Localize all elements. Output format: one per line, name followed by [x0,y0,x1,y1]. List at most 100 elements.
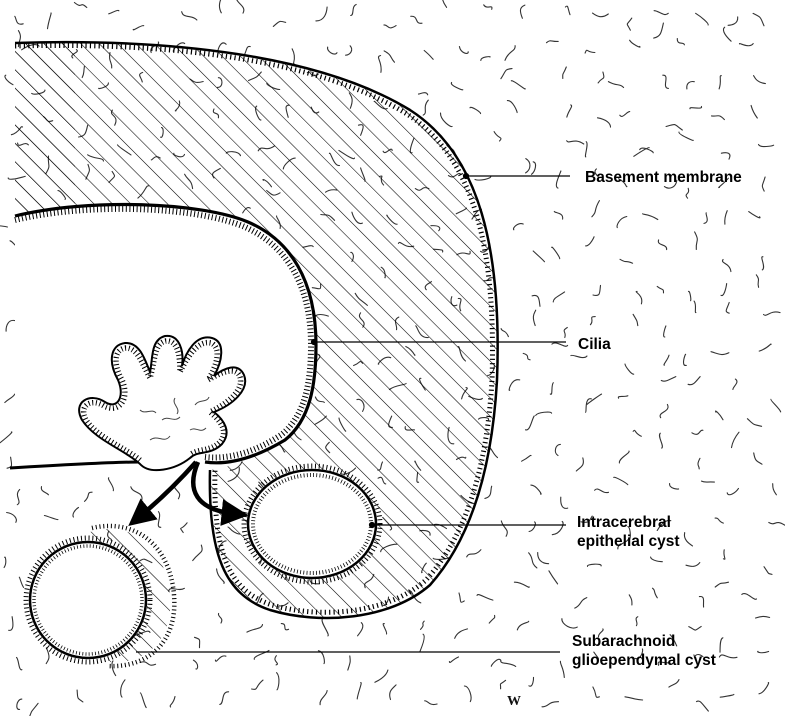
tissue-squiggle [683,354,686,365]
tissue-squiggle [715,582,728,587]
tissue-squiggle [560,661,564,677]
tissue-squiggle [608,82,623,88]
tissue-squiggle [657,286,663,293]
tissue-squiggle [720,694,734,697]
leader-dot-intracerebral [370,523,375,528]
tissue-squiggle [585,142,587,157]
tissue-squiggle [449,657,458,662]
tissue-squiggle [442,0,446,7]
tissue-squiggle [764,567,772,575]
tissue-squiggle [484,5,492,10]
tissue-squiggle [507,101,517,113]
tissue-squiggle [636,617,638,626]
tissue-squiggle [346,46,352,55]
tissue-squiggle [640,148,654,153]
tissue-squiggle [555,444,560,455]
tissue-squiggle [720,638,723,652]
tissue-squiggle [733,379,737,389]
tissue-squiggle [684,533,692,546]
tissue-squiggle [669,680,679,688]
tissue-squiggle [688,377,700,385]
tissue-squiggle [494,132,501,141]
tissue-squiggle [526,159,530,173]
tissue-squiggle [695,232,698,250]
tissue-squiggle [619,451,629,463]
tissue-squiggle [689,626,701,630]
tissue-squiggle [218,43,226,50]
tissue-squiggle [74,3,86,8]
tissue-squiggle [520,5,524,18]
tissue-squiggle [322,619,328,636]
tissue-squiggle [252,680,263,689]
tissue-squiggle [181,523,187,533]
tissue-squiggle [0,432,12,443]
tissue-squiggle [567,141,584,144]
tissue-squiggle [567,105,572,117]
tissue-squiggle [77,690,83,702]
tissue-squiggle [627,18,632,30]
tissue-squiggle [704,213,707,224]
tissue-squiggle [467,550,481,557]
tissue-squiggle [586,399,592,413]
tissue-squiggle [595,489,609,493]
tissue-squiggle [383,624,387,634]
tissue-squiggle [658,240,666,250]
tissue-squiggle [689,291,691,300]
tissue-squiggle [593,285,601,295]
tissue-squiggle [420,634,424,651]
tissue-squiggle [699,596,703,607]
tissue-squiggle [277,673,279,690]
tissue-squiggle [328,47,337,54]
tissue-squiggle [459,47,468,54]
tissue-squiggle [423,100,428,115]
tissue-squiggle [625,364,634,374]
tissue-squiggle [725,211,727,225]
arrow-to-subarachnoid-cyst [138,462,196,518]
tissue-squiggle [131,487,142,500]
tissue-squiggle [726,303,729,314]
tissue-squiggle [702,481,715,482]
tissue-squiggle [281,624,288,630]
tissue-squiggle [459,593,464,602]
tissue-squiggle [727,488,738,494]
label-subarachnoid-line1: Subarachnoid [572,632,716,651]
tissue-squiggle [464,686,471,702]
tissue-squiggle [663,75,669,88]
tissue-squiggle [715,518,723,523]
tissue-squiggle [526,416,535,430]
tissue-squiggle [517,621,528,630]
tissue-squiggle [660,405,668,418]
tissue-squiggle [719,655,737,658]
tissue-squiggle [749,212,760,218]
tissue-squiggle [554,212,562,220]
tissue-squiggle [762,177,765,191]
tissue-squiggle [46,648,49,664]
subarachnoid-glioependymal-cyst [26,526,174,666]
tissue-squiggle [542,702,559,707]
label-intracerebral-epithelial-cyst: Intracerebral epithelial cyst [577,513,680,551]
tissue-squiggle [739,44,753,46]
tissue-squiggle [195,637,200,647]
tissue-squiggle [531,485,541,494]
label-cilia: Cilia [578,335,611,354]
leader-dot-basement-membrane [464,174,469,179]
tissue-squiggle [17,699,22,709]
tissue-squiggle [711,352,729,355]
tissue-squiggle [653,588,658,598]
tissue-squiggle [764,312,781,315]
tissue-squiggle [491,659,501,666]
hatched-band-left-fill [15,43,75,218]
tissue-squiggle [357,683,361,699]
tissue-squiggle [158,512,161,528]
tissue-squiggle [358,623,363,636]
tissue-squiggle [654,11,668,15]
tissue-squiggle [0,226,7,232]
tissue-squiggle [625,697,643,700]
tissue-squiggle [273,21,285,26]
tissue-squiggle [509,380,520,391]
tissue-squiggle [773,484,777,495]
artist-signature: W [507,694,521,710]
tissue-squiggle [175,488,180,499]
tissue-squiggle [5,75,13,85]
tissue-squiggle [237,0,244,13]
